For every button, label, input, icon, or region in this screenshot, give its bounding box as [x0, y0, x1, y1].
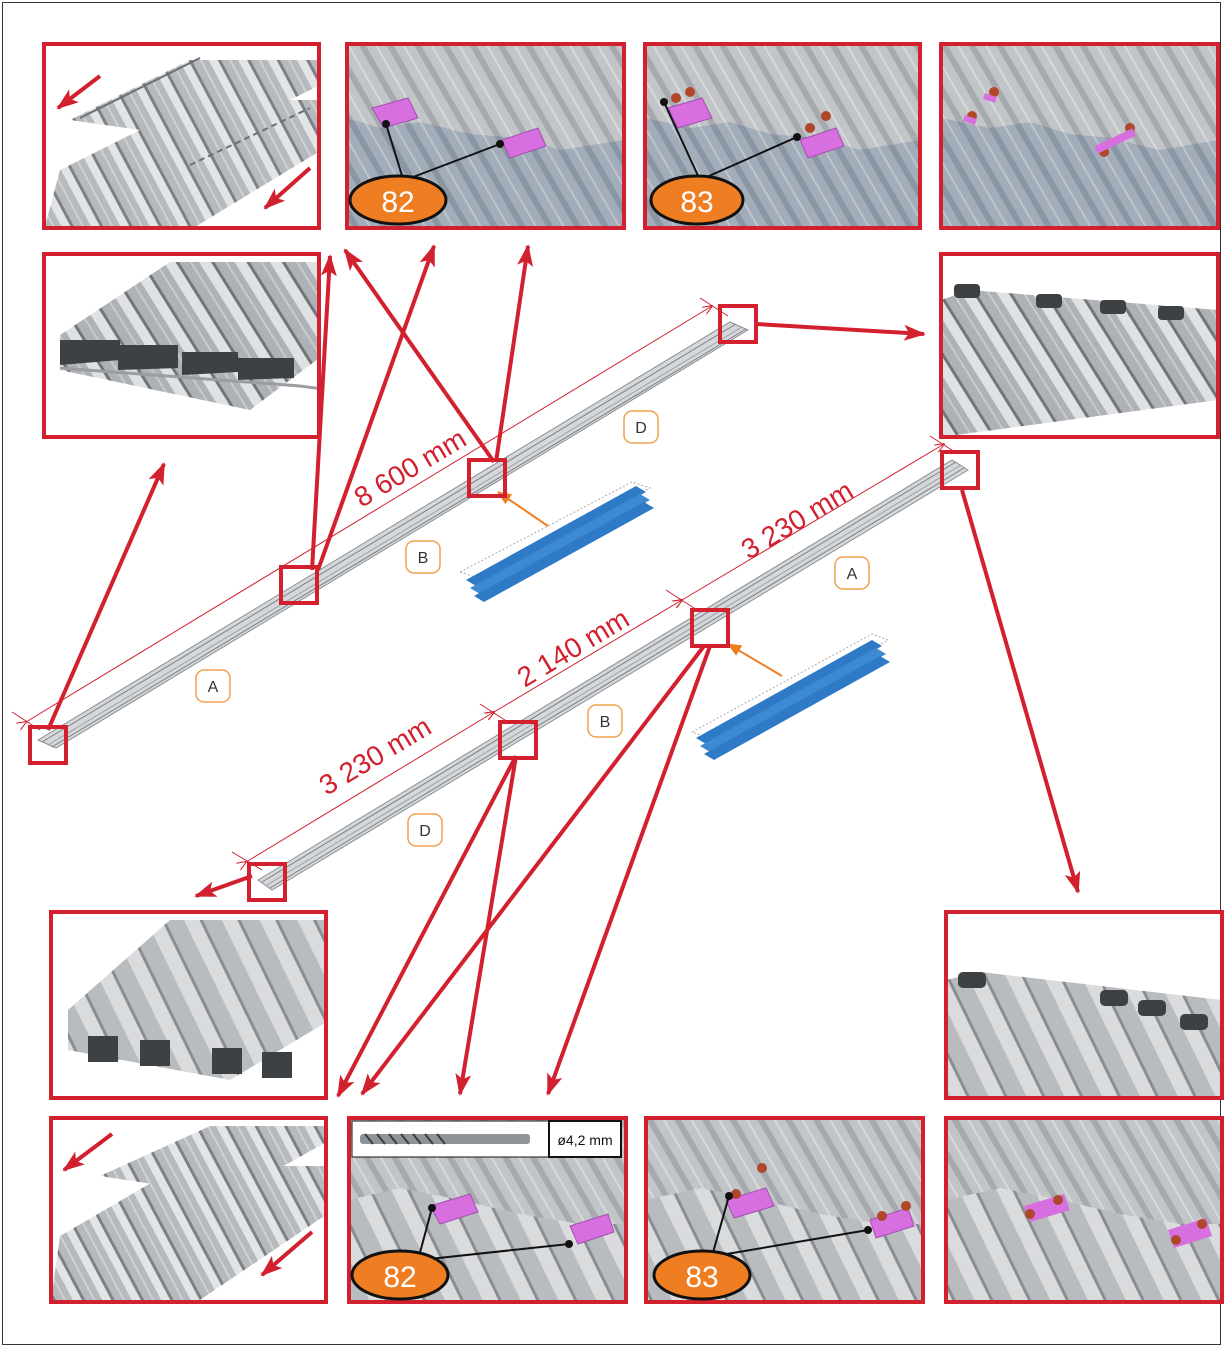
callout-83-bottom: 83: [652, 1249, 752, 1301]
segment-label-upper-d: D: [623, 410, 659, 444]
connector-plate-icon: [371, 97, 419, 129]
panel-end-cap-right-top: [939, 252, 1220, 439]
panel-profile-separation-bottom: [49, 1116, 328, 1304]
svg-text:A: A: [847, 566, 858, 583]
separation-arrow: [56, 74, 102, 110]
callout-number: 82: [381, 186, 414, 219]
panel-fixed-top: [939, 42, 1220, 230]
panel-end-cap-left: [42, 252, 321, 439]
segment-label-lower-b: B: [587, 704, 623, 738]
screw-icon: [671, 93, 681, 103]
callout-83-top: 83: [649, 174, 745, 226]
segment-label-lower-a: A: [834, 556, 870, 590]
screw-icon: [685, 87, 695, 97]
leader-arrows: [46, 244, 1081, 1098]
callout-number: 82: [383, 1261, 416, 1294]
lower-profile-assembly: [231, 435, 969, 891]
panel-end-cap-left-bottom: [49, 910, 328, 1100]
screw-icon: [805, 123, 815, 133]
drill-size-label: ø4,2 mm: [557, 1132, 612, 1148]
panel-fixed-bottom: [944, 1116, 1224, 1304]
callout-82-bottom: 82: [350, 1249, 450, 1301]
callout-82-top: 82: [348, 174, 448, 226]
blue-connector-profile-upper: [458, 481, 654, 602]
drill-bit-icon: [360, 1133, 530, 1145]
svg-text:A: A: [208, 679, 219, 696]
callout-number: 83: [685, 1261, 718, 1294]
segment-label-upper-a: A: [195, 669, 231, 703]
segment-label-upper-b: B: [405, 540, 441, 574]
panel-end-cap-right-bottom: [944, 910, 1224, 1100]
screw-icon: [821, 111, 831, 121]
svg-text:D: D: [635, 420, 647, 437]
svg-text:D: D: [419, 823, 431, 840]
blue-connector-profile-lower: [690, 633, 890, 760]
svg-text:B: B: [418, 550, 429, 567]
separation-arrow: [263, 166, 312, 210]
svg-text:B: B: [600, 714, 611, 731]
panel-plates-bottom: ø4,2 mm: [347, 1116, 628, 1304]
connector-plate-icon: [501, 127, 547, 159]
segment-label-lower-d: D: [407, 813, 443, 847]
focus-markers: [28, 304, 980, 902]
callout-number: 83: [680, 186, 713, 219]
dimension-lower-a: 3 230 mm: [736, 475, 859, 566]
panel-profile-separation-top: [42, 42, 321, 230]
